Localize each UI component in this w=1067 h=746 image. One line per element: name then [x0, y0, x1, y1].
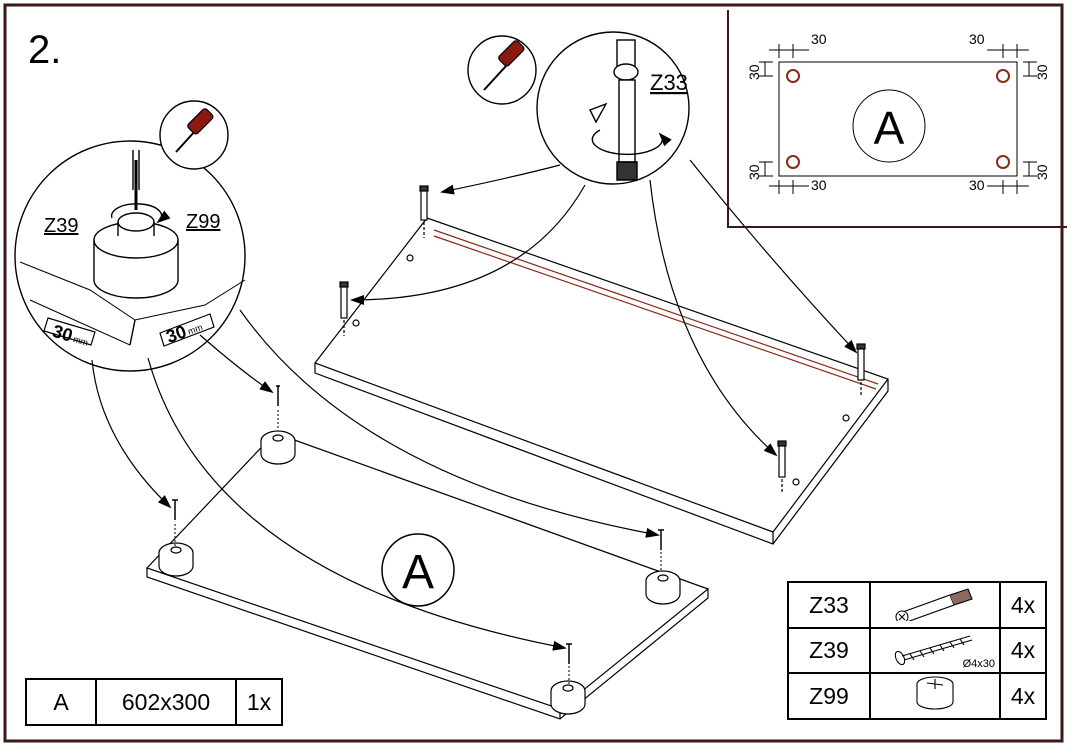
hw-code: Z99: [787, 672, 871, 720]
feet-z99: [158, 430, 681, 715]
furniture-foot-icon: [869, 672, 1001, 720]
hw-code: Z33: [787, 581, 871, 629]
hardware-table: Z33 4x Z39 Ø4x30 4x Z99 4x: [787, 581, 1047, 720]
upper-board: [314, 217, 889, 545]
dim-top-left: 30: [811, 31, 827, 47]
mm-markers: [43, 313, 215, 347]
screw-icon: Ø4x30: [869, 627, 1001, 674]
dim-right-top: 30: [1034, 64, 1050, 80]
dim-right-bottom: 30: [1034, 164, 1050, 180]
screwdriver-icon-2: [483, 40, 525, 91]
panel-size: 602x300: [95, 678, 237, 726]
panel-table: A 602x300 1x: [25, 678, 283, 726]
table-row: A 602x300 1x: [25, 678, 283, 726]
table-row: Z33 4x: [787, 581, 1047, 629]
hole-layout-diagram: A 30 30 30 30 30 30 30 30: [746, 31, 1050, 194]
screw-size-note: Ø4x30: [962, 658, 995, 670]
table-row: Z99 4x: [787, 672, 1047, 720]
hw-qty: 4x: [999, 627, 1047, 674]
assembly-arrows: [91, 159, 858, 651]
board-a-label-circle: [381, 533, 455, 607]
top-detail: [536, 31, 690, 185]
left-detail: [14, 140, 246, 372]
dim-bottom-left: 30: [811, 177, 827, 193]
hw-code: Z39: [787, 627, 871, 674]
inset-panel-letter: A: [874, 102, 905, 154]
panel-qty: 1x: [235, 678, 283, 726]
dim-left-top: 30: [746, 64, 762, 80]
hw-qty: 4x: [999, 581, 1047, 629]
table-row: Z39 Ø4x30 4x: [787, 627, 1047, 674]
cam-bolt-icon: [869, 581, 1001, 629]
hole-layout-inset: A 30 30 30 30 30 30 30 30: [727, 10, 1067, 228]
dim-top-right: 30: [969, 31, 985, 47]
screwdriver-icon: [175, 108, 214, 153]
dim-bottom-right: 30: [969, 177, 985, 193]
step-number: 2.: [28, 28, 62, 72]
cam-bolts: [339, 185, 866, 494]
left-screwdriver-bubble: [159, 100, 229, 170]
panel-letter: A: [25, 678, 97, 726]
hw-qty: 4x: [999, 672, 1047, 720]
page-border: [3, 3, 1064, 743]
dim-left-bottom: 30: [746, 164, 762, 180]
screws-z39: [172, 385, 664, 684]
